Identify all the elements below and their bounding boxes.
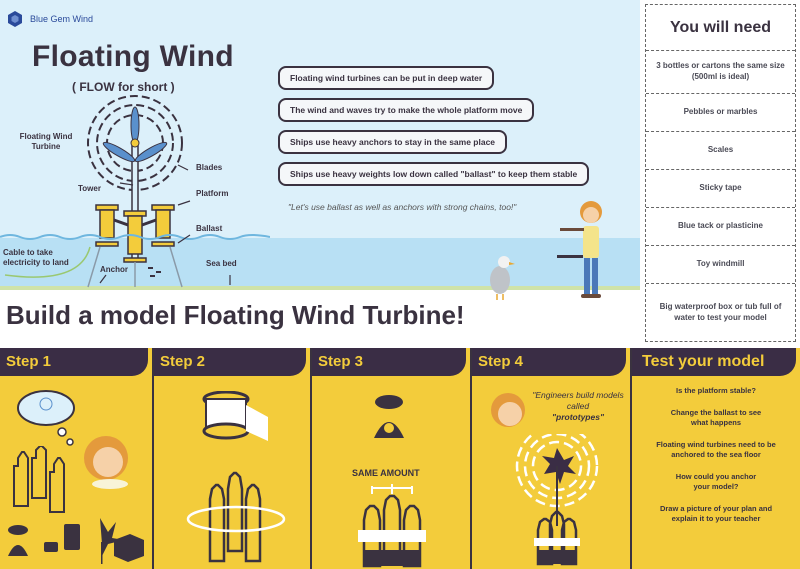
test-panel: Test your model Is the platform stable? …: [632, 348, 800, 569]
label-turbine: Floating Wind Turbine: [19, 132, 73, 152]
divider: [0, 290, 640, 300]
bottles-icon: [13, 446, 65, 513]
test-line: Change the ballast to see what happens: [670, 407, 762, 428]
step-4-panel: Step 4 "Engineers build models called "p…: [472, 348, 632, 569]
brand-logo: Blue Gem Wind: [6, 10, 93, 28]
test-line: How could you anchor your model?: [675, 471, 757, 492]
seabed-strip: [0, 286, 640, 290]
need-item: Blue tack or plasticine: [646, 208, 795, 246]
fact-item: Ships use heavy anchors to stay in the s…: [278, 130, 508, 154]
label-tower: Tower: [78, 184, 101, 193]
engineers-quote: "Engineers build models called "prototyp…: [526, 390, 630, 423]
thought-bubble-icon: [17, 390, 75, 446]
you-will-need-title: You will need: [646, 5, 795, 51]
fact-item: Ships use heavy weights low down called …: [278, 162, 590, 186]
you-will-need-panel: You will need 3 bottles or cartons the s…: [645, 4, 796, 342]
need-item: Pebbles or marbles: [646, 94, 795, 132]
intro-section: Blue Gem Wind Floating Wind ( FLOW for s…: [0, 0, 796, 342]
step-2-header: Step 2: [154, 348, 306, 376]
girl-face-icon: [84, 436, 128, 489]
scales-icon: [374, 395, 404, 438]
step-3-header: Step 3: [312, 348, 466, 376]
fact-item: Floating wind turbines can be put in dee…: [278, 66, 495, 90]
prototypes-word: "prototypes": [552, 412, 604, 423]
step-1-header: Step 1: [0, 348, 148, 376]
tape-roll-icon: [202, 391, 268, 441]
step-1-panel: Step 1: [0, 348, 154, 569]
label-blades: Blades: [196, 163, 223, 172]
same-amount-label: SAME AMOUNT: [352, 468, 420, 478]
label-seabed: Sea bed: [206, 259, 237, 268]
need-item: Big waterproof box or tub full of water …: [659, 301, 782, 322]
steps-row: Step 1: [0, 348, 800, 569]
character-quote: "Let's use ballast as well as anchors wi…: [288, 202, 517, 212]
need-item: Sticky tape: [646, 170, 795, 208]
label-platform: Platform: [196, 189, 229, 198]
page-title: Floating Wind: [32, 40, 234, 73]
test-line: Is the platform stable?: [675, 386, 756, 395]
label-ballast: Ballast: [196, 224, 223, 233]
taped-bottles-icon: [186, 471, 286, 563]
brand-name: Blue Gem Wind: [30, 14, 94, 24]
turbine-diagram-icon: [0, 95, 270, 288]
step-2-panel: Step 2: [154, 348, 312, 569]
seagull-icon: [490, 256, 515, 300]
materials-icons: [8, 518, 144, 564]
test-line: Draw a picture of your plan and explain …: [659, 503, 773, 524]
need-item: 3 bottles or cartons the same size (500m…: [646, 51, 795, 94]
girl-character-icon: [557, 201, 602, 298]
need-item: Scales: [646, 132, 795, 170]
page-subtitle: ( FLOW for short ): [72, 80, 175, 94]
fact-item: The wind and waves try to make the whole…: [278, 98, 535, 122]
prototype-model-icon: [515, 434, 599, 566]
girl-face-icon: [491, 393, 525, 427]
build-title: Build a model Floating Wind Turbine!: [6, 300, 465, 330]
label-cable: Cable to take electricity to land: [3, 248, 69, 268]
need-item: Toy windmill: [646, 246, 795, 284]
test-header: Test your model: [632, 348, 796, 376]
engineers-quote-text: "Engineers build models called: [532, 390, 624, 412]
label-anchor: Anchor: [100, 265, 128, 274]
gem-icon: [8, 11, 22, 27]
test-line: Floating wind turbines need to be anchor…: [656, 439, 776, 460]
ballast-bottles-icon: [358, 484, 426, 568]
step-3-panel: Step 3 SAME AMOUNT: [312, 348, 472, 569]
facts-list: Floating wind turbines can be put in dee…: [278, 66, 590, 194]
step-4-header: Step 4: [472, 348, 626, 376]
